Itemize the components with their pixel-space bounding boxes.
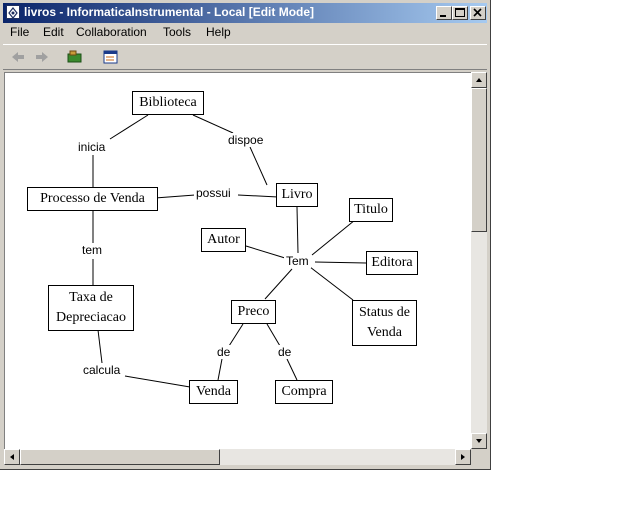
- concept-livro[interactable]: Livro: [276, 183, 318, 207]
- link-de-venda[interactable]: de: [215, 345, 233, 359]
- concept-map-canvas[interactable]: Biblioteca Processo de Venda Livro Titul…: [4, 72, 471, 449]
- concept-autor[interactable]: Autor: [201, 228, 246, 252]
- concept-taxa-line2: Depreciacao: [56, 310, 126, 325]
- concept-processo-de-venda[interactable]: Processo de Venda: [27, 187, 158, 211]
- vertical-scrollbar[interactable]: [471, 72, 487, 449]
- concept-biblioteca[interactable]: Biblioteca: [132, 91, 204, 115]
- menu-file[interactable]: File: [10, 25, 30, 39]
- concept-taxa-line1: Taxa de: [69, 290, 113, 305]
- link-de-compra[interactable]: de: [276, 345, 294, 359]
- scroll-right-button[interactable]: [455, 449, 471, 465]
- link-possui[interactable]: possui: [194, 186, 233, 200]
- concept-preco[interactable]: Preco: [231, 300, 276, 324]
- map-icon[interactable]: [66, 49, 84, 65]
- scroll-left-button[interactable]: [4, 449, 20, 465]
- menu-help[interactable]: Help: [206, 25, 231, 39]
- concept-status-line1: Status de: [359, 305, 410, 320]
- scrollbar-corner: [471, 449, 487, 465]
- menu-tools[interactable]: Tools: [163, 25, 192, 39]
- menu-collaboration[interactable]: Collaboration: [76, 25, 147, 39]
- back-arrow-icon[interactable]: [9, 49, 27, 65]
- close-button[interactable]: [470, 6, 486, 20]
- link-calcula[interactable]: calcula: [81, 363, 123, 377]
- concept-taxa-de-depreciacao[interactable]: Taxa de Depreciacao: [48, 285, 134, 331]
- vertical-scroll-thumb[interactable]: [471, 88, 487, 232]
- connection-lines: [92, 114, 367, 388]
- link-dispoe[interactable]: dispoe: [226, 133, 266, 147]
- app-icon: [6, 5, 20, 19]
- toolbar: [3, 44, 487, 70]
- title-bar[interactable]: livros - InformaticaInstrumental - Local…: [3, 3, 487, 23]
- concept-status-de-venda[interactable]: Status de Venda: [352, 300, 417, 346]
- concept-editora[interactable]: Editora: [366, 251, 418, 275]
- window-title: livros - InformaticaInstrumental - Local…: [24, 5, 315, 19]
- concept-compra[interactable]: Compra: [275, 380, 333, 404]
- forward-arrow-icon[interactable]: [33, 49, 51, 65]
- scroll-up-button[interactable]: [471, 72, 487, 88]
- view-icon[interactable]: [102, 49, 120, 65]
- maximize-button[interactable]: [452, 6, 468, 20]
- minimize-button[interactable]: [436, 6, 452, 20]
- menu-edit[interactable]: Edit: [43, 25, 64, 39]
- concept-titulo[interactable]: Titulo: [349, 198, 393, 222]
- app-window: livros - InformaticaInstrumental - Local…: [0, 0, 491, 470]
- menu-bar: File Edit Collaboration Tools Help: [3, 24, 487, 42]
- link-tem-livro[interactable]: Tem: [284, 254, 311, 268]
- concept-status-line2: Venda: [367, 325, 402, 340]
- scroll-down-button[interactable]: [471, 433, 487, 449]
- horizontal-scroll-thumb[interactable]: [20, 449, 220, 465]
- concept-venda[interactable]: Venda: [189, 380, 238, 404]
- link-inicia[interactable]: inicia: [76, 140, 108, 154]
- link-tem[interactable]: tem: [80, 243, 105, 257]
- horizontal-scrollbar[interactable]: [4, 449, 471, 465]
